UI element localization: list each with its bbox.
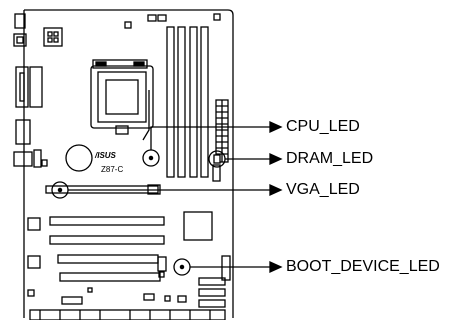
dram-led-label: DRAM_LED [286,150,374,167]
board-outline [23,9,234,318]
rear-io-panel [13,13,48,168]
brand-logo: /ISUS [94,151,117,160]
atx-power-connector [212,99,229,182]
cpu-led-label: CPU_LED [286,118,360,135]
leader-lines [68,120,283,274]
dimm-slots [166,26,209,178]
boot-device-led-label: BOOT_DEVICE_LED [286,258,440,275]
small-component [124,21,132,29]
bottom-headers [29,255,231,320]
model-label: Z87-C [101,165,123,174]
chipset-heatsink [183,211,213,241]
expansion-slots [27,216,165,297]
atx12v-connector [43,27,63,47]
cpu-socket [90,59,154,141]
cmos-battery [65,144,93,172]
vga-led-label: VGA_LED [286,181,360,198]
